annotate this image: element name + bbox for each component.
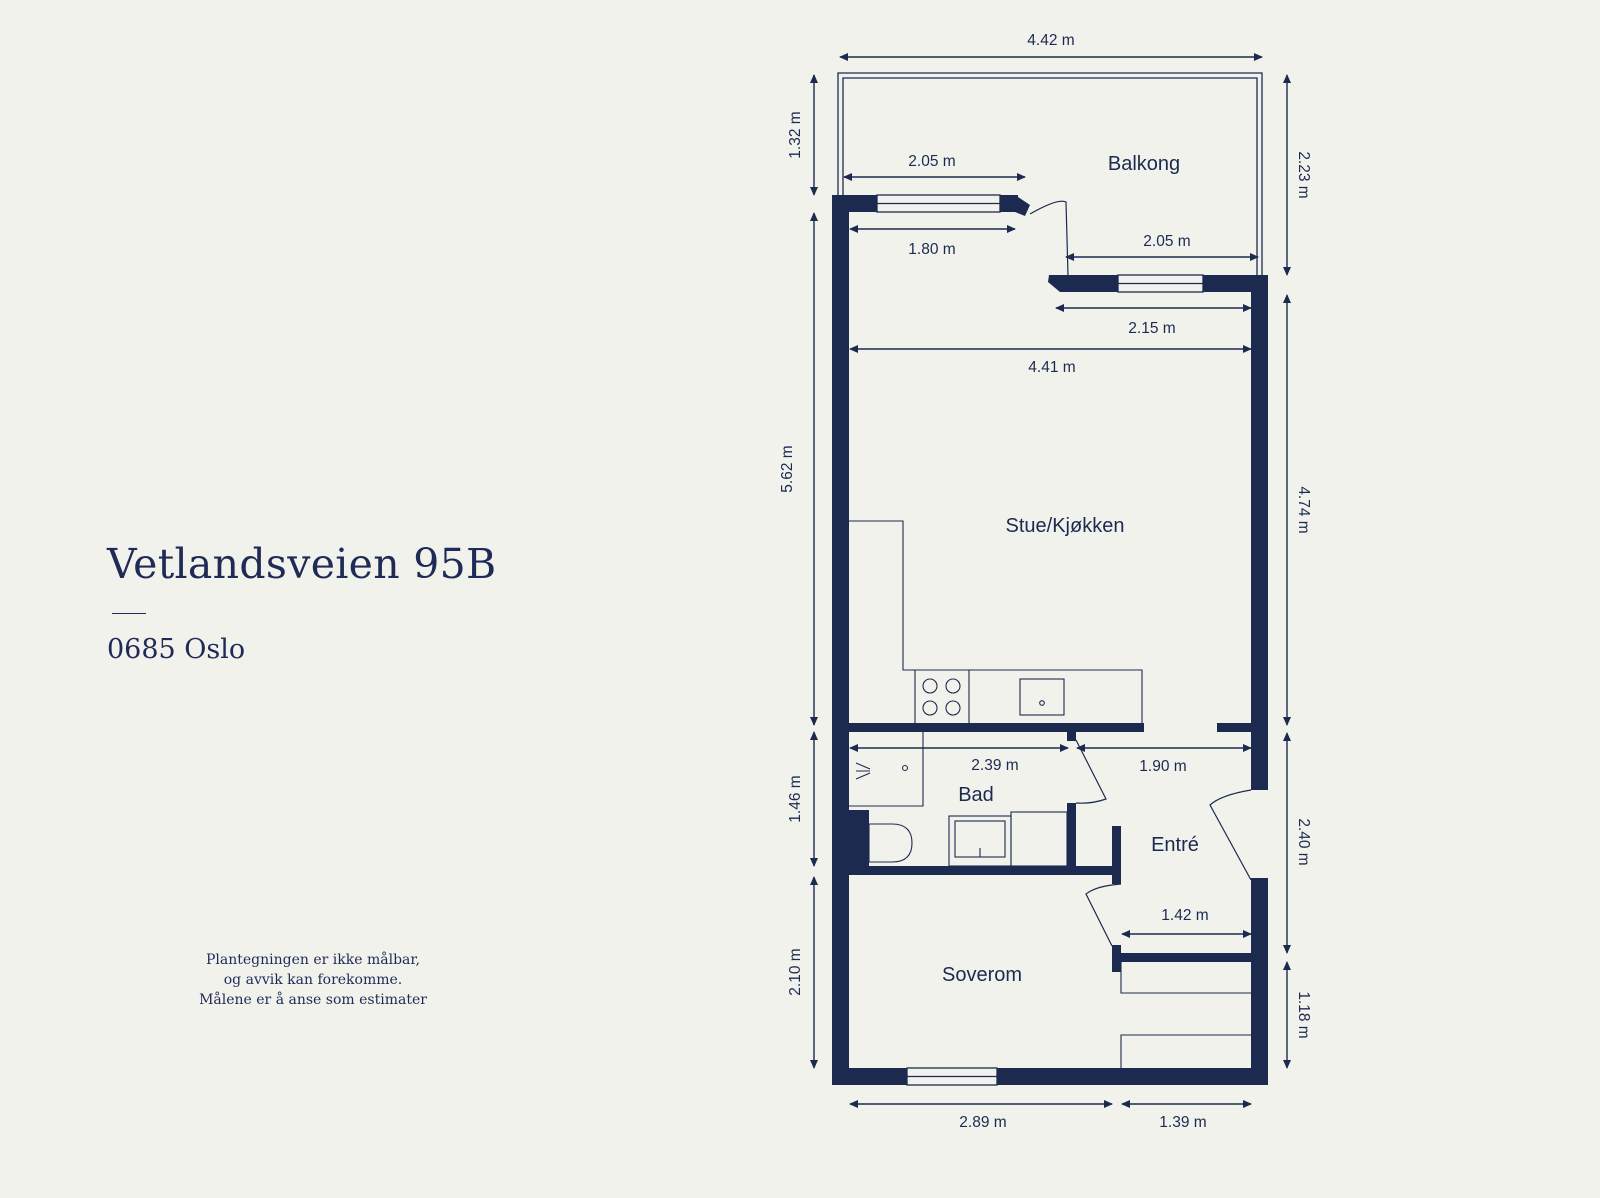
dim-closet-bottom-width: 1.39 m <box>1159 1114 1206 1131</box>
shower-head-icon <box>855 762 871 780</box>
property-address: Vetlandsveien 95B <box>107 540 497 588</box>
closet-fixtures <box>1120 962 1251 1068</box>
dim-living-right-height: 4.74 m <box>1295 486 1312 533</box>
bath-fixtures <box>849 732 1068 867</box>
entrance-door <box>1209 789 1252 881</box>
property-postal: 0685 Oslo <box>107 634 246 665</box>
dim-living-height: 5.62 m <box>779 445 796 492</box>
disclaimer-line-3: Målene er å anse som estimater <box>199 992 427 1008</box>
windows <box>876 194 1204 1086</box>
washer-icon <box>1010 811 1068 867</box>
dim-window-top-right: 2.05 m <box>1143 233 1190 250</box>
walls <box>832 195 1268 1085</box>
room-label-balkong: Balkong <box>1108 153 1180 175</box>
stove-burner-icon <box>945 678 961 694</box>
stove-burner-icon <box>922 678 938 694</box>
dim-bath-height: 1.46 m <box>787 775 804 822</box>
dim-bath-width: 2.39 m <box>971 757 1018 774</box>
dim-balcony-depth: 1.32 m <box>787 111 804 158</box>
balcony-door <box>1029 200 1069 276</box>
dim-balcony-window: 2.05 m <box>908 153 955 170</box>
room-label-entre: Entré <box>1151 834 1199 856</box>
bath-door <box>1075 739 1107 804</box>
balcony-railing <box>837 72 1263 277</box>
disclaimer: Plantegningen er ikke målbar, og avvik k… <box>170 950 456 1010</box>
bedroom-door <box>1085 883 1122 947</box>
dim-bedroom-width: 2.89 m <box>959 1114 1006 1131</box>
dim-living-width: 4.41 m <box>1028 359 1075 376</box>
title-divider <box>112 613 146 614</box>
room-label-stue: Stue/Kjøkken <box>1006 515 1125 537</box>
dim-closet-width: 1.42 m <box>1161 907 1208 924</box>
dim-balcony-right: 2.23 m <box>1295 151 1312 198</box>
disclaimer-line-1: Plantegningen er ikke målbar, <box>206 952 420 968</box>
dimension-lines <box>810 53 1291 1108</box>
dim-wall-right-top: 2.15 m <box>1128 320 1175 337</box>
sink-icon <box>1019 678 1065 716</box>
kitchen-fixtures <box>849 520 1143 723</box>
toilet-icon <box>868 823 913 863</box>
doors <box>1029 200 1252 947</box>
dim-bedroom-height: 2.10 m <box>787 948 804 995</box>
dim-hall-width: 1.90 m <box>1139 758 1186 775</box>
dim-hall-height: 2.40 m <box>1295 818 1312 865</box>
shower-drain-icon <box>901 764 909 772</box>
dim-closet-height: 1.18 m <box>1295 991 1312 1038</box>
stove-burner-icon <box>945 700 961 716</box>
disclaimer-line-2: og avvik kan forekomme. <box>223 972 403 988</box>
bathroom-sink-icon <box>948 815 1012 867</box>
room-label-soverom: Soverom <box>942 964 1022 986</box>
dim-window-top-left: 1.80 m <box>908 241 955 258</box>
stove-burner-icon <box>922 700 938 716</box>
room-label-bad: Bad <box>958 784 994 806</box>
dim-total-width: 4.42 m <box>1027 32 1074 49</box>
